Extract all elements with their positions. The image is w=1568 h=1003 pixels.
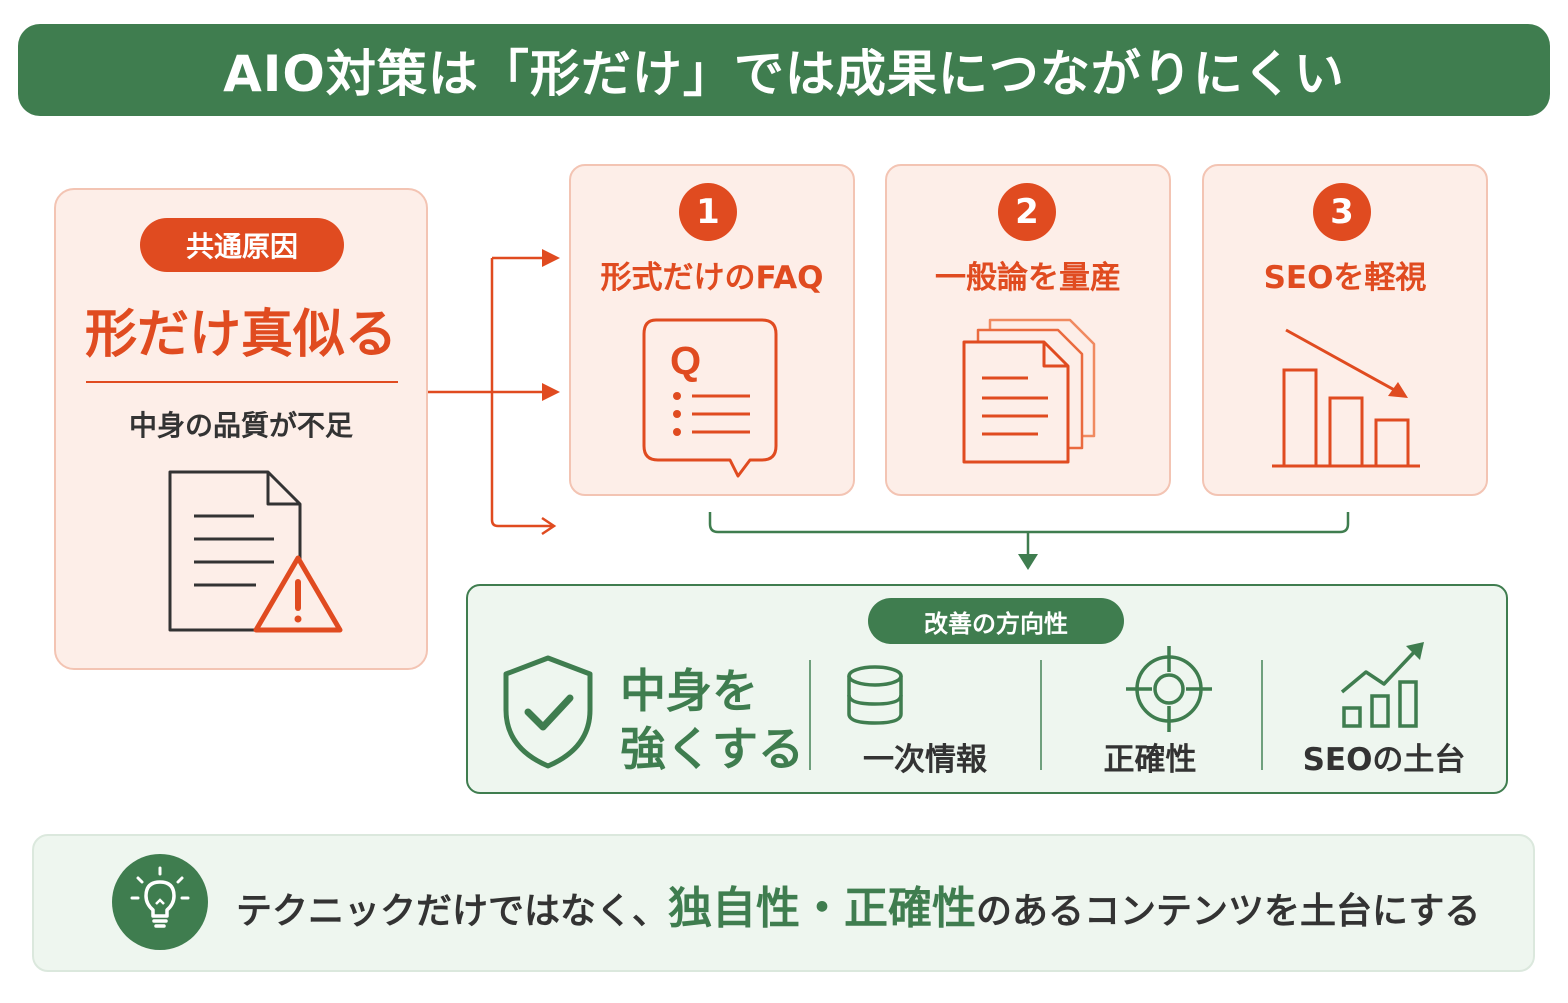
direction-item-label-1: 一次情報 xyxy=(863,742,987,778)
direction-badge: 改善の方向性 xyxy=(868,598,1124,644)
step-number-2: 2 xyxy=(998,183,1056,241)
summary-text-after: のあるコンテンツを土台にする xyxy=(976,891,1481,932)
direction-item-label-2: 正確性 xyxy=(1103,742,1197,778)
lightbulb-badge xyxy=(112,854,208,950)
step-title-1: 形式だけのFAQ xyxy=(600,260,824,296)
cause-headline: 形だけ真似る xyxy=(84,305,397,365)
summary-text-before: テクニックだけではなく、 xyxy=(236,891,669,932)
cause-subtitle: 中身の品質が不足 xyxy=(128,409,353,442)
direction-main-text: 中身を 強くする xyxy=(620,662,810,778)
lightbulb-icon xyxy=(130,866,190,928)
database-icon xyxy=(847,665,903,725)
summary-box xyxy=(32,834,1535,972)
direction-item-label-3: SEOの土台 xyxy=(1302,742,1466,778)
page-title: AIO対策は「形だけ」では成果につながりにくい xyxy=(223,45,1345,103)
direction-divider xyxy=(809,660,811,770)
document-warning-icon xyxy=(168,470,343,633)
direction-divider xyxy=(1261,660,1263,770)
growth-chart-icon xyxy=(1340,642,1424,728)
branch-arrows xyxy=(428,249,560,536)
faq-bubble-icon: Q xyxy=(642,318,778,478)
shield-check-icon xyxy=(503,655,593,769)
declining-chart-icon xyxy=(1272,328,1420,468)
summary-highlight: 独自性・正確性 xyxy=(668,883,977,934)
direction-divider xyxy=(1040,660,1042,770)
header-banner: AIO対策は「形だけ」では成果につながりにくい xyxy=(18,24,1550,116)
cause-divider xyxy=(86,381,398,383)
cause-badge: 共通原因 xyxy=(140,218,344,272)
svg-text:Q: Q xyxy=(670,339,701,383)
direction-main-line1: 中身を xyxy=(620,664,758,718)
stacked-documents-icon xyxy=(962,318,1096,464)
direction-main-line2: 強くする xyxy=(620,722,804,776)
step-title-2: 一般論を量産 xyxy=(935,260,1121,296)
step-title-3: SEOを軽視 xyxy=(1263,260,1427,296)
summary-text: テクニックだけではなく、独自性・正確性のあるコンテンツを土台にする xyxy=(236,872,1480,936)
target-icon xyxy=(1126,646,1212,732)
convergence-bracket xyxy=(708,512,1350,570)
step-number-1: 1 xyxy=(679,183,737,241)
step-number-3: 3 xyxy=(1313,183,1371,241)
